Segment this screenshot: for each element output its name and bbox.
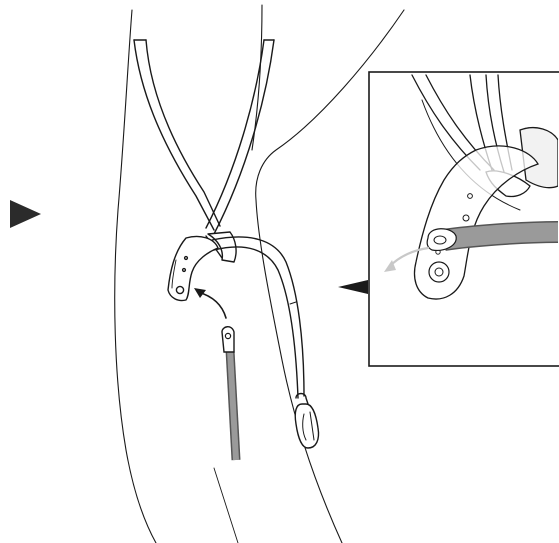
clip-plate: [168, 236, 218, 300]
play-triangle-icon: [10, 200, 41, 228]
snap-carabiner: [295, 394, 318, 449]
detail-view-panel: [369, 72, 559, 366]
left-strap: [134, 40, 220, 230]
right-strap: [206, 40, 274, 234]
curved-arrow-icon: [194, 288, 226, 318]
rope: [222, 327, 236, 460]
leg-outline: [115, 5, 404, 543]
callout-pointer-icon: [338, 280, 368, 294]
